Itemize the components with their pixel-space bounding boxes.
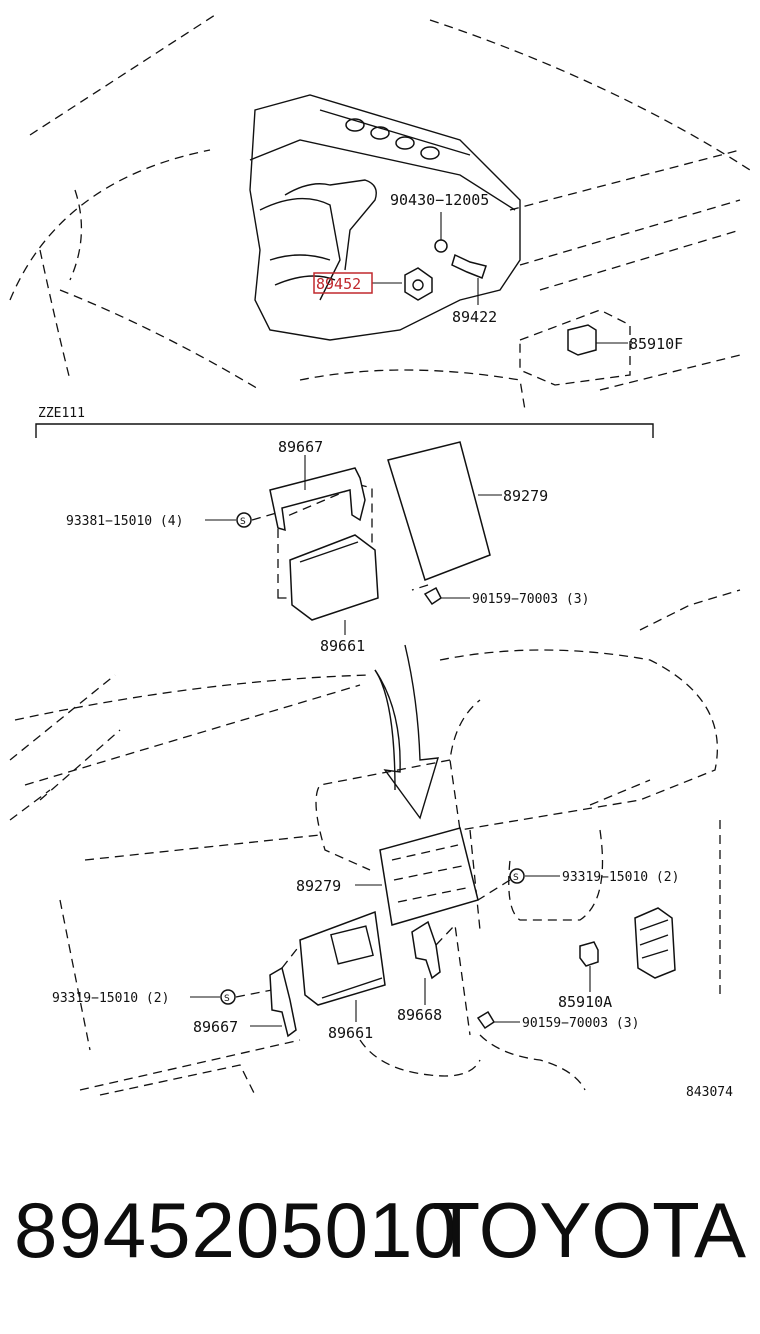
label-90159-bot: 90159−70003 (3) (522, 1016, 639, 1031)
label-89667-bot: 89667 (193, 1018, 238, 1036)
label-90159-top: 90159−70003 (3) (472, 592, 589, 607)
section-label: ZZE111 (38, 406, 85, 421)
label-89668: 89668 (397, 1006, 442, 1024)
sensor-89422: 89422 (451, 253, 497, 326)
section-zze111: ZZE111 (35, 406, 654, 438)
label-89667-top: 89667 (278, 438, 323, 456)
label-89279-top: 89279 (503, 487, 548, 505)
parts-diagram: 89452 90430−12005 89422 85910F ZZE111 89… (9, 14, 751, 1100)
label-93319-left: 93319−15010 (2) (52, 991, 169, 1006)
label-89452: 89452 (316, 275, 361, 293)
label-89279-bot: 89279 (296, 877, 341, 895)
valve-cover-caps (345, 118, 440, 160)
ecu-89661-installed: 89661 (299, 910, 386, 1042)
brand-name: TOYOTA (432, 1186, 747, 1274)
install-arrow (374, 644, 439, 820)
knock-sensor-89452[interactable]: 89452 (313, 267, 433, 301)
label-93319-right: 93319−15010 (2) (562, 870, 679, 885)
gasket-90430: 90430−12005 (390, 191, 489, 253)
screw-93319-right: S 93319−15010 (2) (477, 868, 679, 901)
caption-bar: 8945205010 TOYOTA (0, 1180, 760, 1300)
instrument-panel-outline (9, 589, 741, 1096)
screw-93319-left: S 93319−15010 (2) (52, 989, 273, 1006)
figure-code: 843074 (686, 1085, 733, 1100)
svg-text:S: S (240, 517, 246, 527)
part-number: 8945205010 (14, 1186, 458, 1274)
ecu-exploded-top: 89667 S 93381−15010 (4) 89661 89279 9015… (66, 438, 589, 655)
label-85910A: 85910A (558, 993, 612, 1011)
label-93381: 93381−15010 (4) (66, 514, 183, 529)
bracket-89668: 89668 (397, 920, 471, 1036)
screw-90159-bottom: 90159−70003 (3) (476, 1010, 639, 1031)
switch-module (634, 907, 676, 979)
svg-text:S: S (513, 873, 519, 883)
engine-bay-outline (9, 14, 751, 411)
engine-block (249, 94, 521, 341)
label-85910F: 85910F (629, 335, 683, 353)
label-89661-bot: 89661 (328, 1024, 373, 1042)
cover-89279-installed: 89279 (296, 827, 479, 926)
label-90430: 90430−12005 (390, 191, 489, 209)
svg-text:S: S (224, 994, 230, 1004)
relay-85910A: 85910A (558, 941, 612, 1011)
label-89422: 89422 (452, 308, 497, 326)
bracket-89667-bottom: 89667 (193, 944, 301, 1038)
relay-85910F: 85910F (519, 309, 683, 386)
label-89661-top: 89661 (320, 637, 365, 655)
